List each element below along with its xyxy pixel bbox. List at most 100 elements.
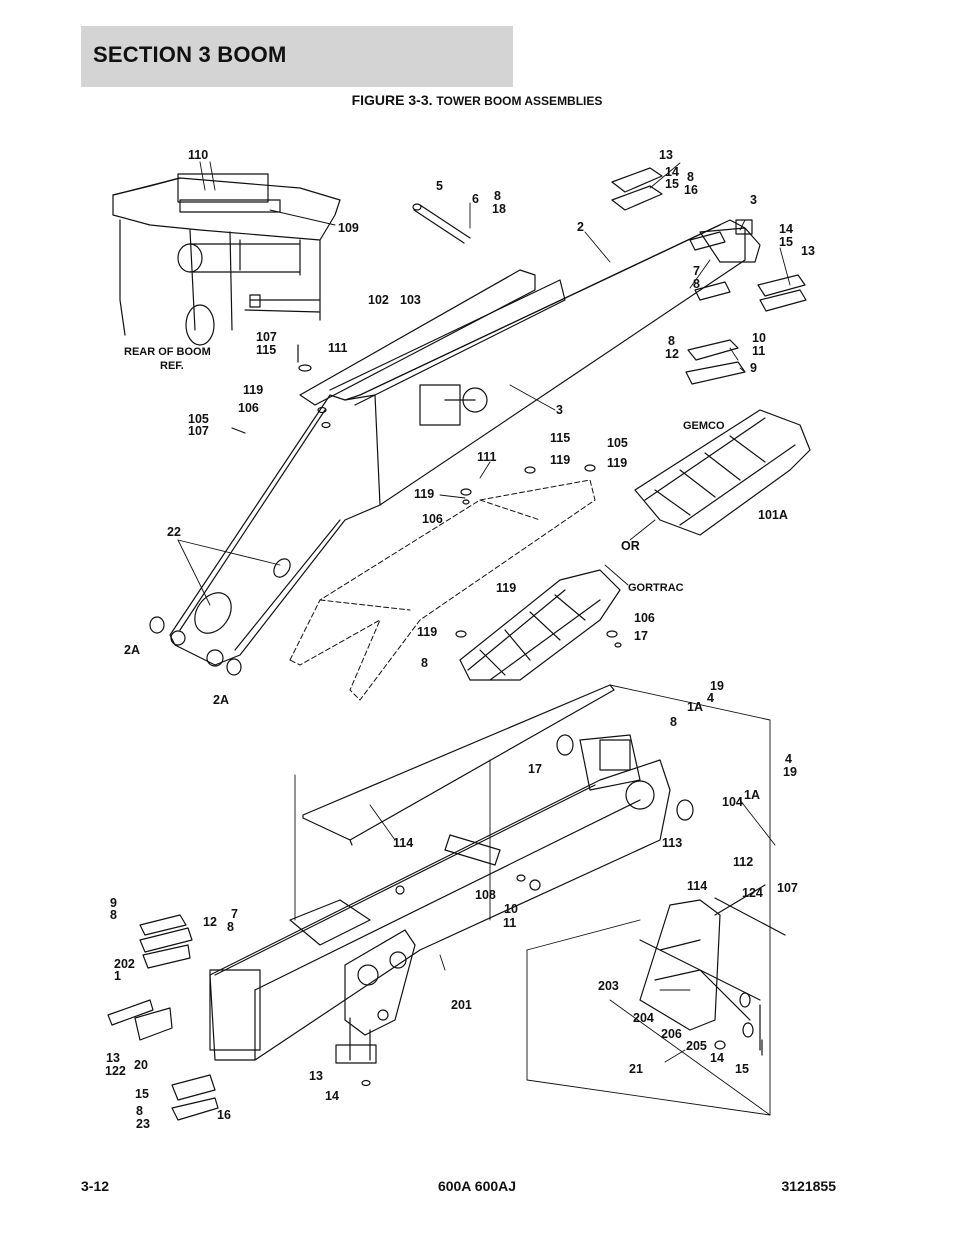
callout: 119: [417, 625, 437, 639]
callout: 111: [328, 341, 348, 355]
callout: 7: [231, 907, 238, 921]
callout: 11: [752, 344, 765, 358]
callout: 8: [494, 189, 501, 203]
callout: 110: [188, 148, 208, 162]
callout: 19: [783, 765, 797, 779]
callout: 12: [203, 915, 217, 929]
callout: 109: [338, 221, 359, 235]
rear-ref-line1: REAR OF BOOM: [124, 346, 211, 358]
hardware-items: [149, 344, 726, 1087]
callout: 3: [556, 403, 563, 417]
callout: 8: [687, 170, 694, 184]
footer-model: 600A 600AJ: [437, 1178, 517, 1194]
callout: 2: [577, 220, 584, 234]
gortrac-label: GORTRAC: [628, 582, 684, 594]
callout: 9: [110, 896, 117, 910]
figure-title: FIGURE 3-3. TOWER BOOM ASSEMBLIES: [0, 92, 954, 108]
callout: 101A: [758, 508, 788, 522]
callout: 17: [528, 762, 542, 776]
callout: 122: [105, 1064, 126, 1078]
callout: 115: [550, 431, 570, 445]
gemco-label: GEMCO: [683, 420, 725, 432]
footer-page: 3-12: [81, 1178, 110, 1194]
callout: 1: [114, 969, 121, 983]
callout: 15: [735, 1062, 749, 1076]
gortrac-cable-track: [459, 569, 621, 681]
section-title: SECTION 3 BOOM: [93, 42, 287, 67]
callout: 12: [665, 347, 679, 361]
callout: 14: [325, 1089, 339, 1103]
callout: 103: [400, 293, 421, 307]
callout: 4: [707, 691, 714, 705]
callout: 112: [733, 855, 753, 869]
callout: 119: [243, 383, 263, 397]
callout: 1A: [744, 788, 760, 802]
callout: 119: [550, 453, 570, 467]
callout: 204: [633, 1011, 654, 1025]
callout: 8: [668, 334, 675, 348]
callout: 106: [238, 401, 259, 415]
callout: 15: [135, 1087, 149, 1101]
callout: 1A: [687, 700, 703, 714]
callout: 18: [492, 202, 506, 216]
callout: 202: [114, 957, 135, 971]
callout: 102: [368, 293, 389, 307]
callout: 114: [687, 879, 707, 893]
callout: 104: [722, 795, 743, 809]
phantom-boom-outline: [289, 479, 596, 701]
callout: 16: [684, 183, 698, 197]
boom-cover-plate: [302, 684, 615, 846]
rear-ref-line2: REF.: [160, 360, 184, 372]
callout-leader-lines: [177, 161, 791, 1063]
callout: 8: [693, 277, 700, 291]
callout: 119: [607, 456, 627, 470]
pivot-pin: [412, 203, 471, 244]
or-label: OR: [621, 539, 640, 553]
wear-pads-lower-left: [107, 914, 219, 1121]
figure-prefix: FIGURE 3-3.: [351, 92, 433, 108]
callout: 13: [309, 1069, 323, 1083]
callout: 119: [496, 581, 516, 595]
callout: 21: [629, 1062, 643, 1076]
callout: 107: [188, 424, 209, 438]
base-boom-lower: [209, 734, 694, 1064]
callout: 19: [710, 679, 724, 693]
callout: 14: [665, 165, 679, 179]
callout: 20: [134, 1058, 148, 1072]
callout: 14: [779, 222, 793, 236]
callout: 15: [779, 235, 793, 249]
callout: 8: [136, 1104, 143, 1118]
callout: 10: [504, 902, 518, 916]
callout: 119: [414, 487, 434, 501]
callout: 5: [436, 179, 443, 193]
callout: 9: [750, 361, 757, 375]
callout: 6: [472, 192, 479, 206]
rear-of-boom-reference: [112, 173, 341, 346]
callout: 3: [750, 193, 757, 207]
section-header: SECTION 3 BOOM: [81, 26, 513, 87]
wear-pads-upper-right: [611, 167, 807, 385]
callout: 13: [801, 244, 815, 258]
gemco-cable-track: [634, 409, 811, 536]
callout-labels: 110 109 5 6 8 18 13 14 15 8 16 3 2 14 15…: [105, 148, 815, 1131]
callout: 206: [661, 1027, 682, 1041]
callout: 13: [659, 148, 673, 162]
callout: 14: [710, 1051, 724, 1065]
callout: 8: [421, 656, 428, 670]
callout: 201: [451, 998, 472, 1012]
callout: 105: [607, 436, 628, 450]
callout: 107: [777, 881, 798, 895]
callout: 2A: [213, 693, 229, 707]
callout: 15: [665, 177, 679, 191]
callout: 107: [256, 330, 277, 344]
callout: 203: [598, 979, 619, 993]
callout: 106: [422, 512, 443, 526]
callout: 2A: [124, 643, 140, 657]
callout: 105: [188, 412, 209, 426]
callout: 22: [167, 525, 181, 539]
callout: 106: [634, 611, 655, 625]
callout: 114: [393, 836, 413, 850]
callout: 205: [686, 1039, 707, 1053]
callout: 124: [742, 886, 763, 900]
callout: 23: [136, 1117, 150, 1131]
